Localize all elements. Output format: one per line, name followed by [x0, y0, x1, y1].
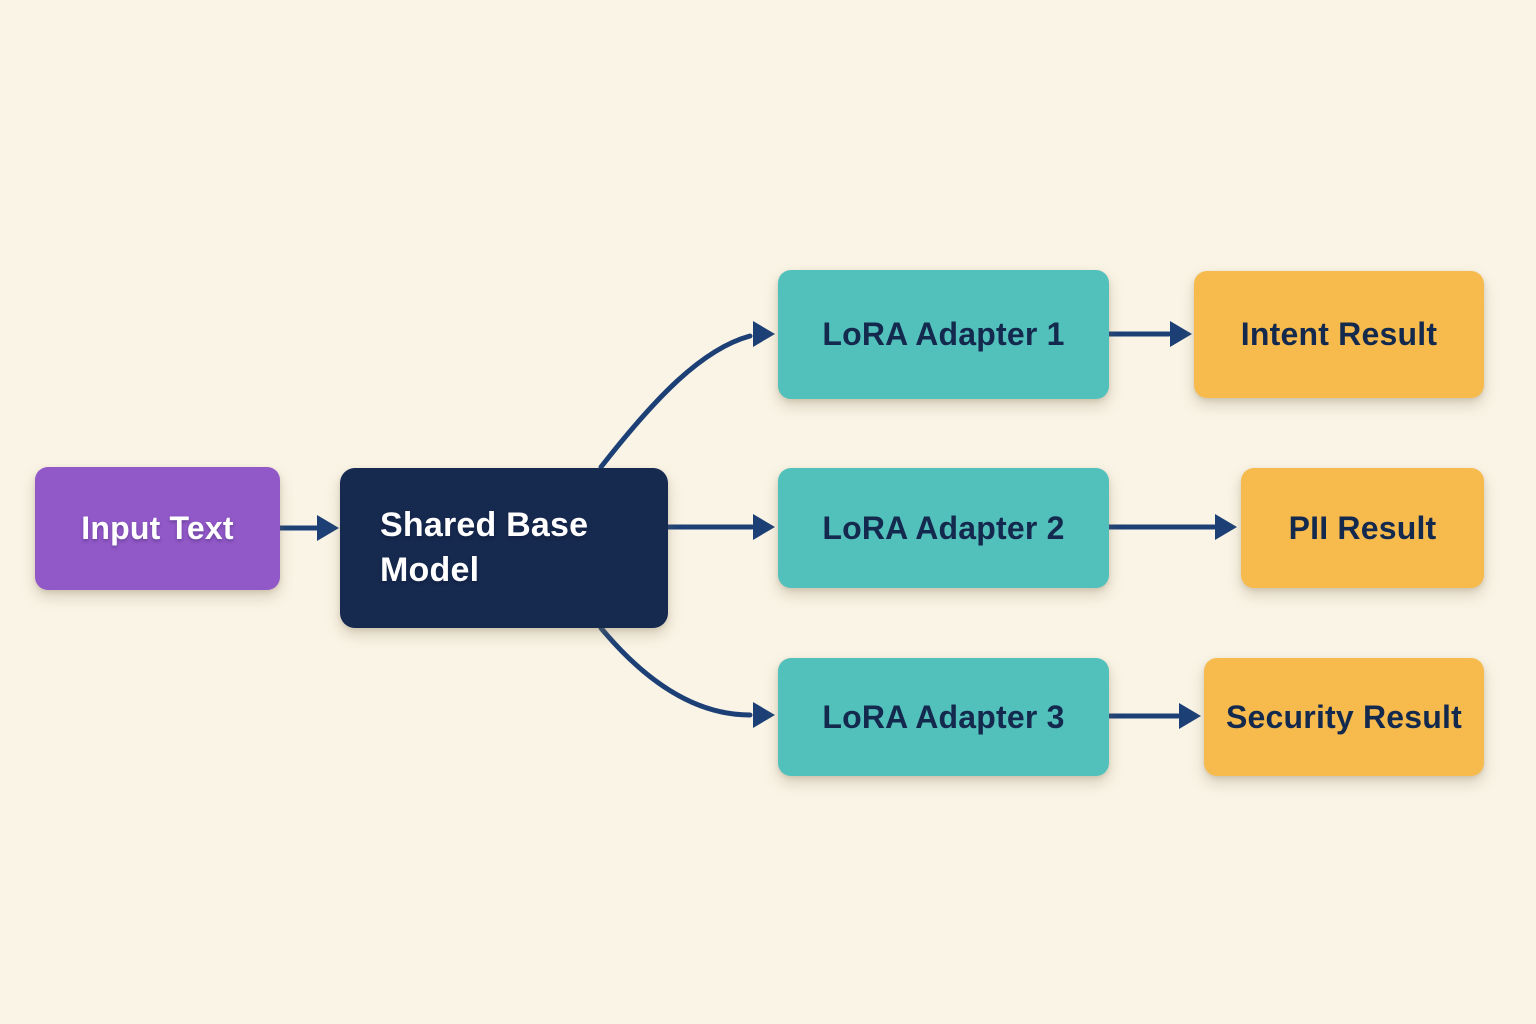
node-security-result-label: Security Result [1226, 698, 1462, 735]
node-security-result: Security Result [1204, 658, 1484, 776]
edge-adapter2-to-pii [1106, 514, 1237, 540]
node-intent-result-label: Intent Result [1240, 316, 1438, 352]
node-pii-result-label: PII Result [1288, 509, 1437, 546]
arrowhead-base-to-adapter1 [753, 321, 775, 347]
node-lora-adapter-1-label: LoRA Adapter 1 [822, 316, 1065, 352]
arrowhead-adapter1-to-intent [1170, 321, 1192, 347]
node-lora-adapter-3: LoRA Adapter 3 [778, 658, 1109, 776]
node-pii-result: PII Result [1241, 468, 1484, 588]
node-intent-result: Intent Result [1194, 271, 1484, 398]
node-input-text: Input Text [35, 467, 280, 590]
node-lora-adapter-2: LoRA Adapter 2 [778, 468, 1109, 588]
edge-adapter3-to-security [1106, 703, 1201, 729]
arrowhead-base-to-adapter2 [753, 514, 775, 540]
node-shared-base-model-label: Shared Base Model [380, 506, 589, 589]
arrowhead-base-to-adapter3 [753, 702, 775, 728]
edge-base-to-adapter1 [598, 321, 775, 470]
edge-base-to-adapter3 [598, 625, 775, 728]
arrowhead-adapter2-to-pii [1215, 514, 1237, 540]
arrowhead-input-to-base [317, 515, 339, 541]
node-input-text-label: Input Text [81, 510, 234, 546]
edge-adapter1-to-intent [1106, 321, 1192, 347]
node-lora-adapter-1: LoRA Adapter 1 [778, 270, 1109, 399]
arrowhead-adapter3-to-security [1179, 703, 1201, 729]
edge-input-to-base [277, 515, 339, 541]
edge-base-to-adapter2 [665, 514, 775, 540]
node-shared-base-model: Shared Base Model [340, 468, 668, 628]
node-lora-adapter-2-label: LoRA Adapter 2 [822, 509, 1065, 546]
node-lora-adapter-3-label: LoRA Adapter 3 [822, 698, 1065, 735]
